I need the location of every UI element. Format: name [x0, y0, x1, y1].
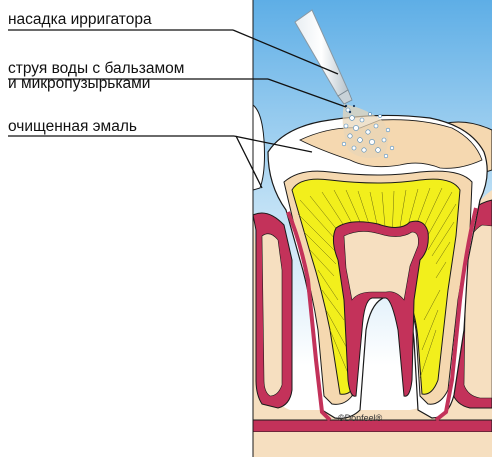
label-irrigator-nozzle: насадка ирригатора [8, 12, 152, 27]
label-water-jet-line2: и микропузырьками [8, 76, 150, 91]
label-cleaned-enamel: очищенная эмаль [8, 119, 137, 134]
copyright-mark: ©Donfeel® [338, 413, 382, 423]
label-water-jet-line1: струя воды с бальзамом [8, 61, 184, 76]
